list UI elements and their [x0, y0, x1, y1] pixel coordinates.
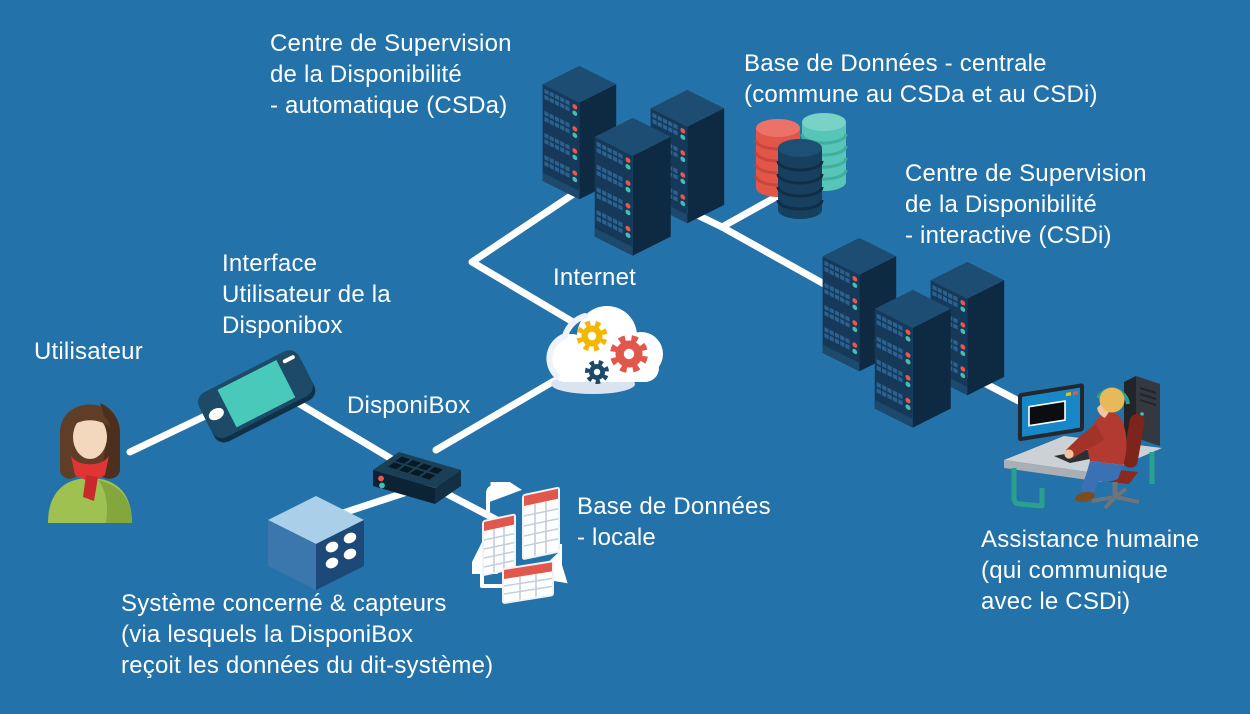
link-internet-csda	[468, 187, 582, 326]
db-centrale-label: Base de Données - centrale (commune au C…	[744, 50, 1098, 108]
database-cylinders-icon	[754, 113, 848, 219]
db-locale-label: Base de Données - locale	[577, 493, 771, 551]
gear-navy	[585, 360, 609, 384]
link-systeme-disponibox	[333, 487, 414, 519]
interface-label: Interface Utilisateur de la Disponibox	[222, 250, 391, 339]
link-junction-csdi	[718, 223, 837, 293]
cloud-gears-icon	[546, 306, 663, 394]
disponibox-label: DisponiBox	[347, 392, 471, 419]
csda-label: Centre de Supervision de la Disponibilit…	[270, 30, 512, 119]
csdi-label: Centre de Supervision de la Disponibilit…	[905, 160, 1147, 249]
gear-yellow	[576, 320, 608, 352]
link-interface-disponibox	[284, 393, 404, 468]
link-disponibox-internet	[432, 377, 558, 454]
smartphone-icon	[198, 350, 316, 443]
server-rack-cluster-csdi-icon	[808, 232, 1028, 432]
internet-label: Internet	[553, 264, 636, 291]
server-rack-cluster-csda-icon	[528, 60, 748, 260]
assistance-label: Assistance humaine (qui communique avec …	[981, 526, 1200, 615]
sensor-cube-icon	[268, 496, 364, 590]
operator-at-desk-icon	[1004, 376, 1162, 510]
user-woman-icon	[48, 403, 132, 523]
utilisateur-label: Utilisateur	[34, 338, 143, 365]
systeme-label: Système concerné & capteurs (via lesquel…	[121, 590, 494, 679]
network-box-icon	[373, 452, 461, 504]
data-tables-icon	[472, 482, 568, 604]
